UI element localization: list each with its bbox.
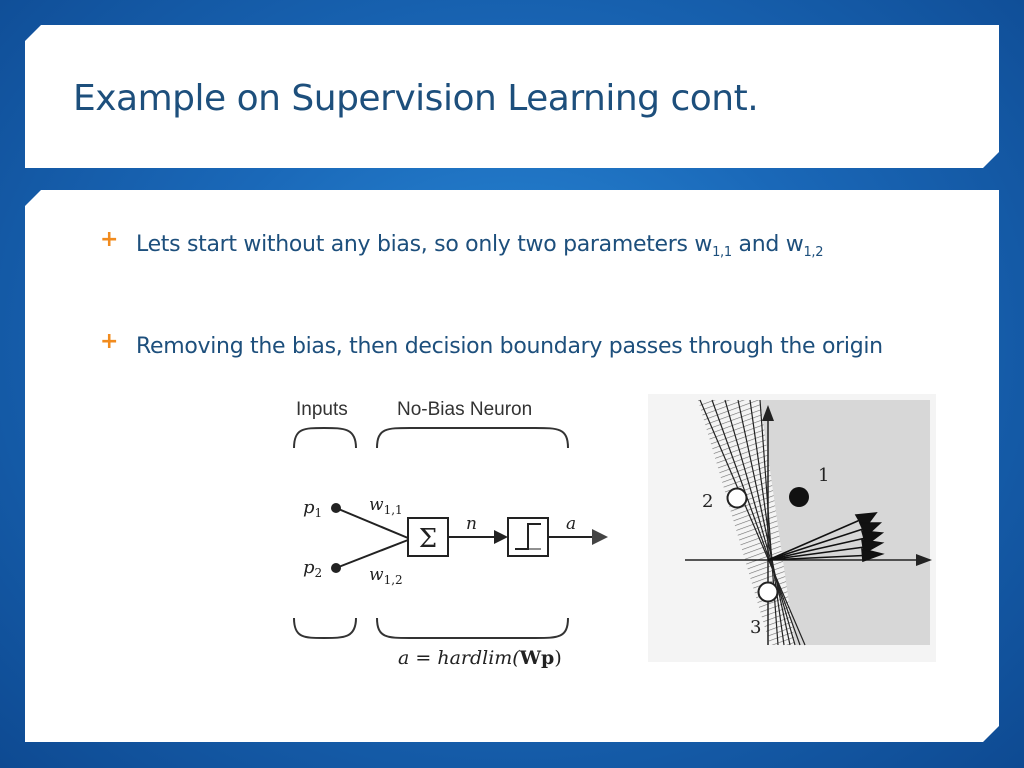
plus-bullet-icon: + — [100, 227, 119, 252]
no-bias-neuron-label: No-Bias Neuron — [397, 399, 532, 420]
bullet-item-1: + Lets start without any bias, so only t… — [100, 226, 900, 263]
weight-w12-line — [335, 539, 409, 569]
point-3-marker — [757, 581, 779, 603]
inputs-label: Inputs — [296, 399, 348, 420]
summation-block — [407, 517, 449, 557]
plus-bullet-icon: + — [100, 329, 119, 354]
output-arrow-icon — [592, 529, 608, 545]
neuron-bottom-brace — [376, 617, 569, 639]
point-2-marker — [726, 487, 748, 509]
x-axis-arrow-icon — [916, 554, 932, 566]
net-input-label: n — [466, 514, 477, 534]
net-input-arrow-icon — [494, 530, 508, 544]
point-1-marker — [789, 487, 809, 507]
y-axis-arrow-icon — [762, 405, 774, 421]
weight-w11-line — [335, 507, 409, 539]
input-p2-label: p2 — [303, 557, 322, 580]
summation-icon: Σ — [419, 524, 437, 554]
weight-w11-label: w1,1 — [369, 495, 403, 517]
bullet-1-mid: and w — [731, 232, 804, 257]
bullet-item-2: + Removing the bias, then decision bound… — [100, 328, 900, 365]
weight-w12-label: w1,2 — [369, 565, 403, 587]
neuron-equation: a = hardlim(Wp) — [398, 647, 562, 669]
point-2-label: 2 — [702, 491, 713, 512]
bullet-text-2: Removing the bias, then decision boundar… — [136, 334, 883, 359]
title-panel — [25, 25, 999, 168]
bullet-1-sub-1: 1,1 — [712, 245, 732, 260]
point-3-label: 3 — [750, 617, 761, 638]
input-p1-label: p1 — [303, 497, 322, 520]
candidate-boundary-lines — [699, 399, 806, 646]
neuron-top-brace — [376, 427, 569, 449]
point-1-label: 1 — [818, 465, 829, 486]
slide-title: Example on Supervision Learning cont. — [73, 78, 759, 119]
inputs-top-brace — [293, 426, 357, 449]
bullet-1-prefix: Lets start without any bias, so only two… — [136, 232, 713, 257]
output-label: a — [566, 514, 576, 534]
bullet-text-1: Lets start without any bias, so only two… — [136, 226, 900, 263]
bullet-1-sub-2: 1,2 — [803, 245, 824, 260]
positive-region — [760, 400, 930, 645]
weight-vectors — [767, 512, 885, 563]
inputs-bottom-brace — [293, 617, 357, 639]
